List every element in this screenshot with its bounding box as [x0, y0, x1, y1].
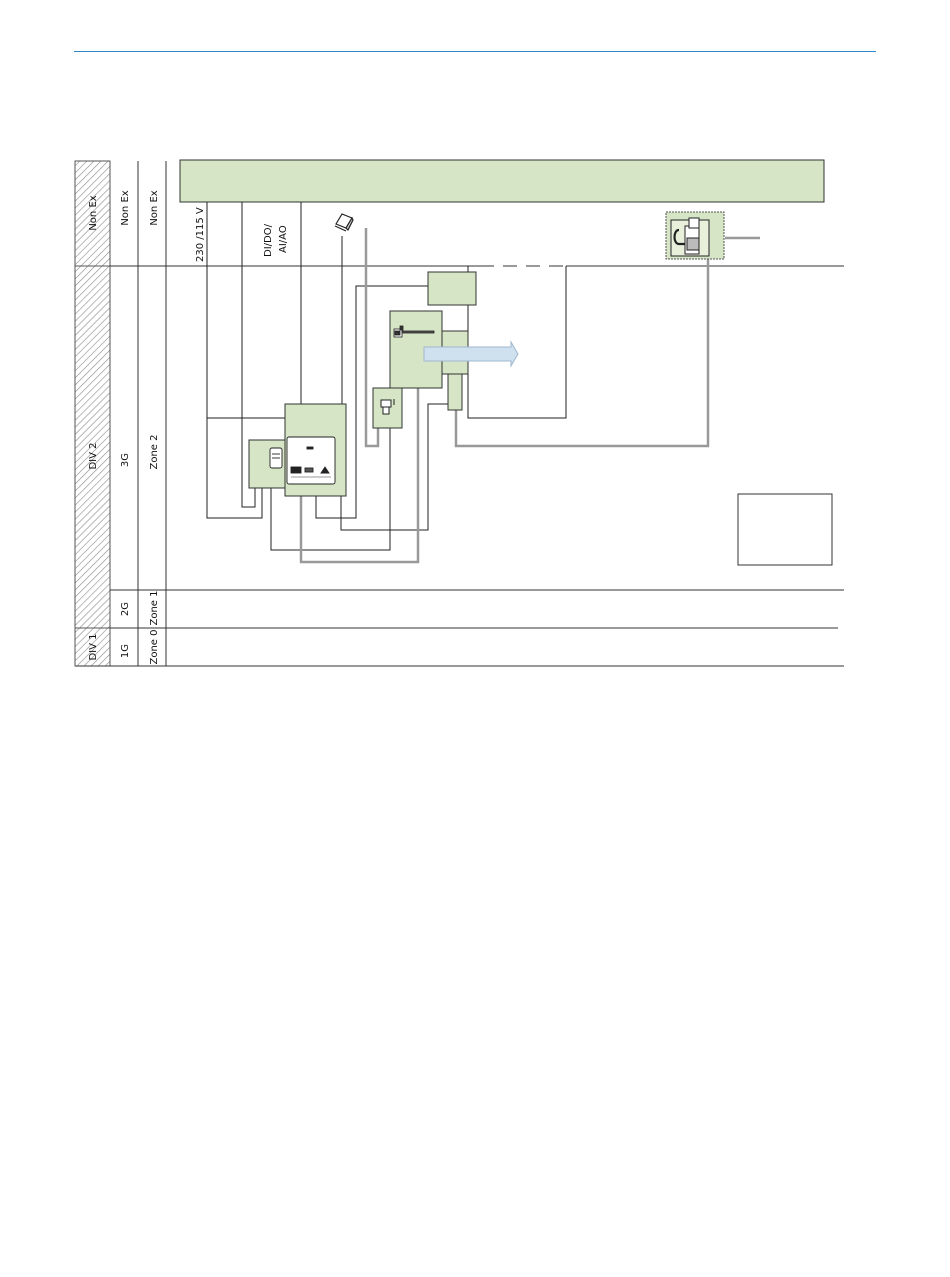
probe-tube: [448, 374, 462, 410]
power-supply-label: 230 /115 V: [195, 207, 206, 262]
division-label-div2: DIV 2: [88, 442, 99, 469]
gas-group-label-1g: 1G: [120, 644, 131, 658]
analyzer-module-icon: [671, 218, 709, 256]
connection-box: [428, 272, 476, 305]
gas-group-label-nonex: Non Ex: [120, 190, 131, 225]
laptop-icon: [335, 214, 353, 231]
zone-label-zone2: Zone 2: [149, 435, 160, 470]
gas-group-label-3g: 3G: [120, 453, 131, 467]
legend-box: [738, 494, 832, 565]
io-label-line1: DI/DO/: [263, 223, 274, 257]
control-bus-bar: [180, 160, 824, 202]
zone-label-zone1: Zone 1: [149, 591, 160, 626]
control-unit-icon: [287, 437, 335, 484]
division-column: [75, 161, 110, 666]
zone-label-nonex: Non Ex: [149, 190, 160, 225]
signal-wiring: [207, 202, 566, 550]
evaluation-unit-icon: [270, 448, 282, 468]
io-label-line2: AI/AO: [278, 225, 289, 253]
gas-group-label-2g: 2G: [120, 602, 131, 616]
division-label-div1: DIV 1: [88, 633, 99, 660]
sample-gas-lines: [301, 228, 760, 562]
division-label-nonex: Non Ex: [88, 195, 99, 230]
zone-label-zone0: Zone 0: [149, 630, 160, 665]
